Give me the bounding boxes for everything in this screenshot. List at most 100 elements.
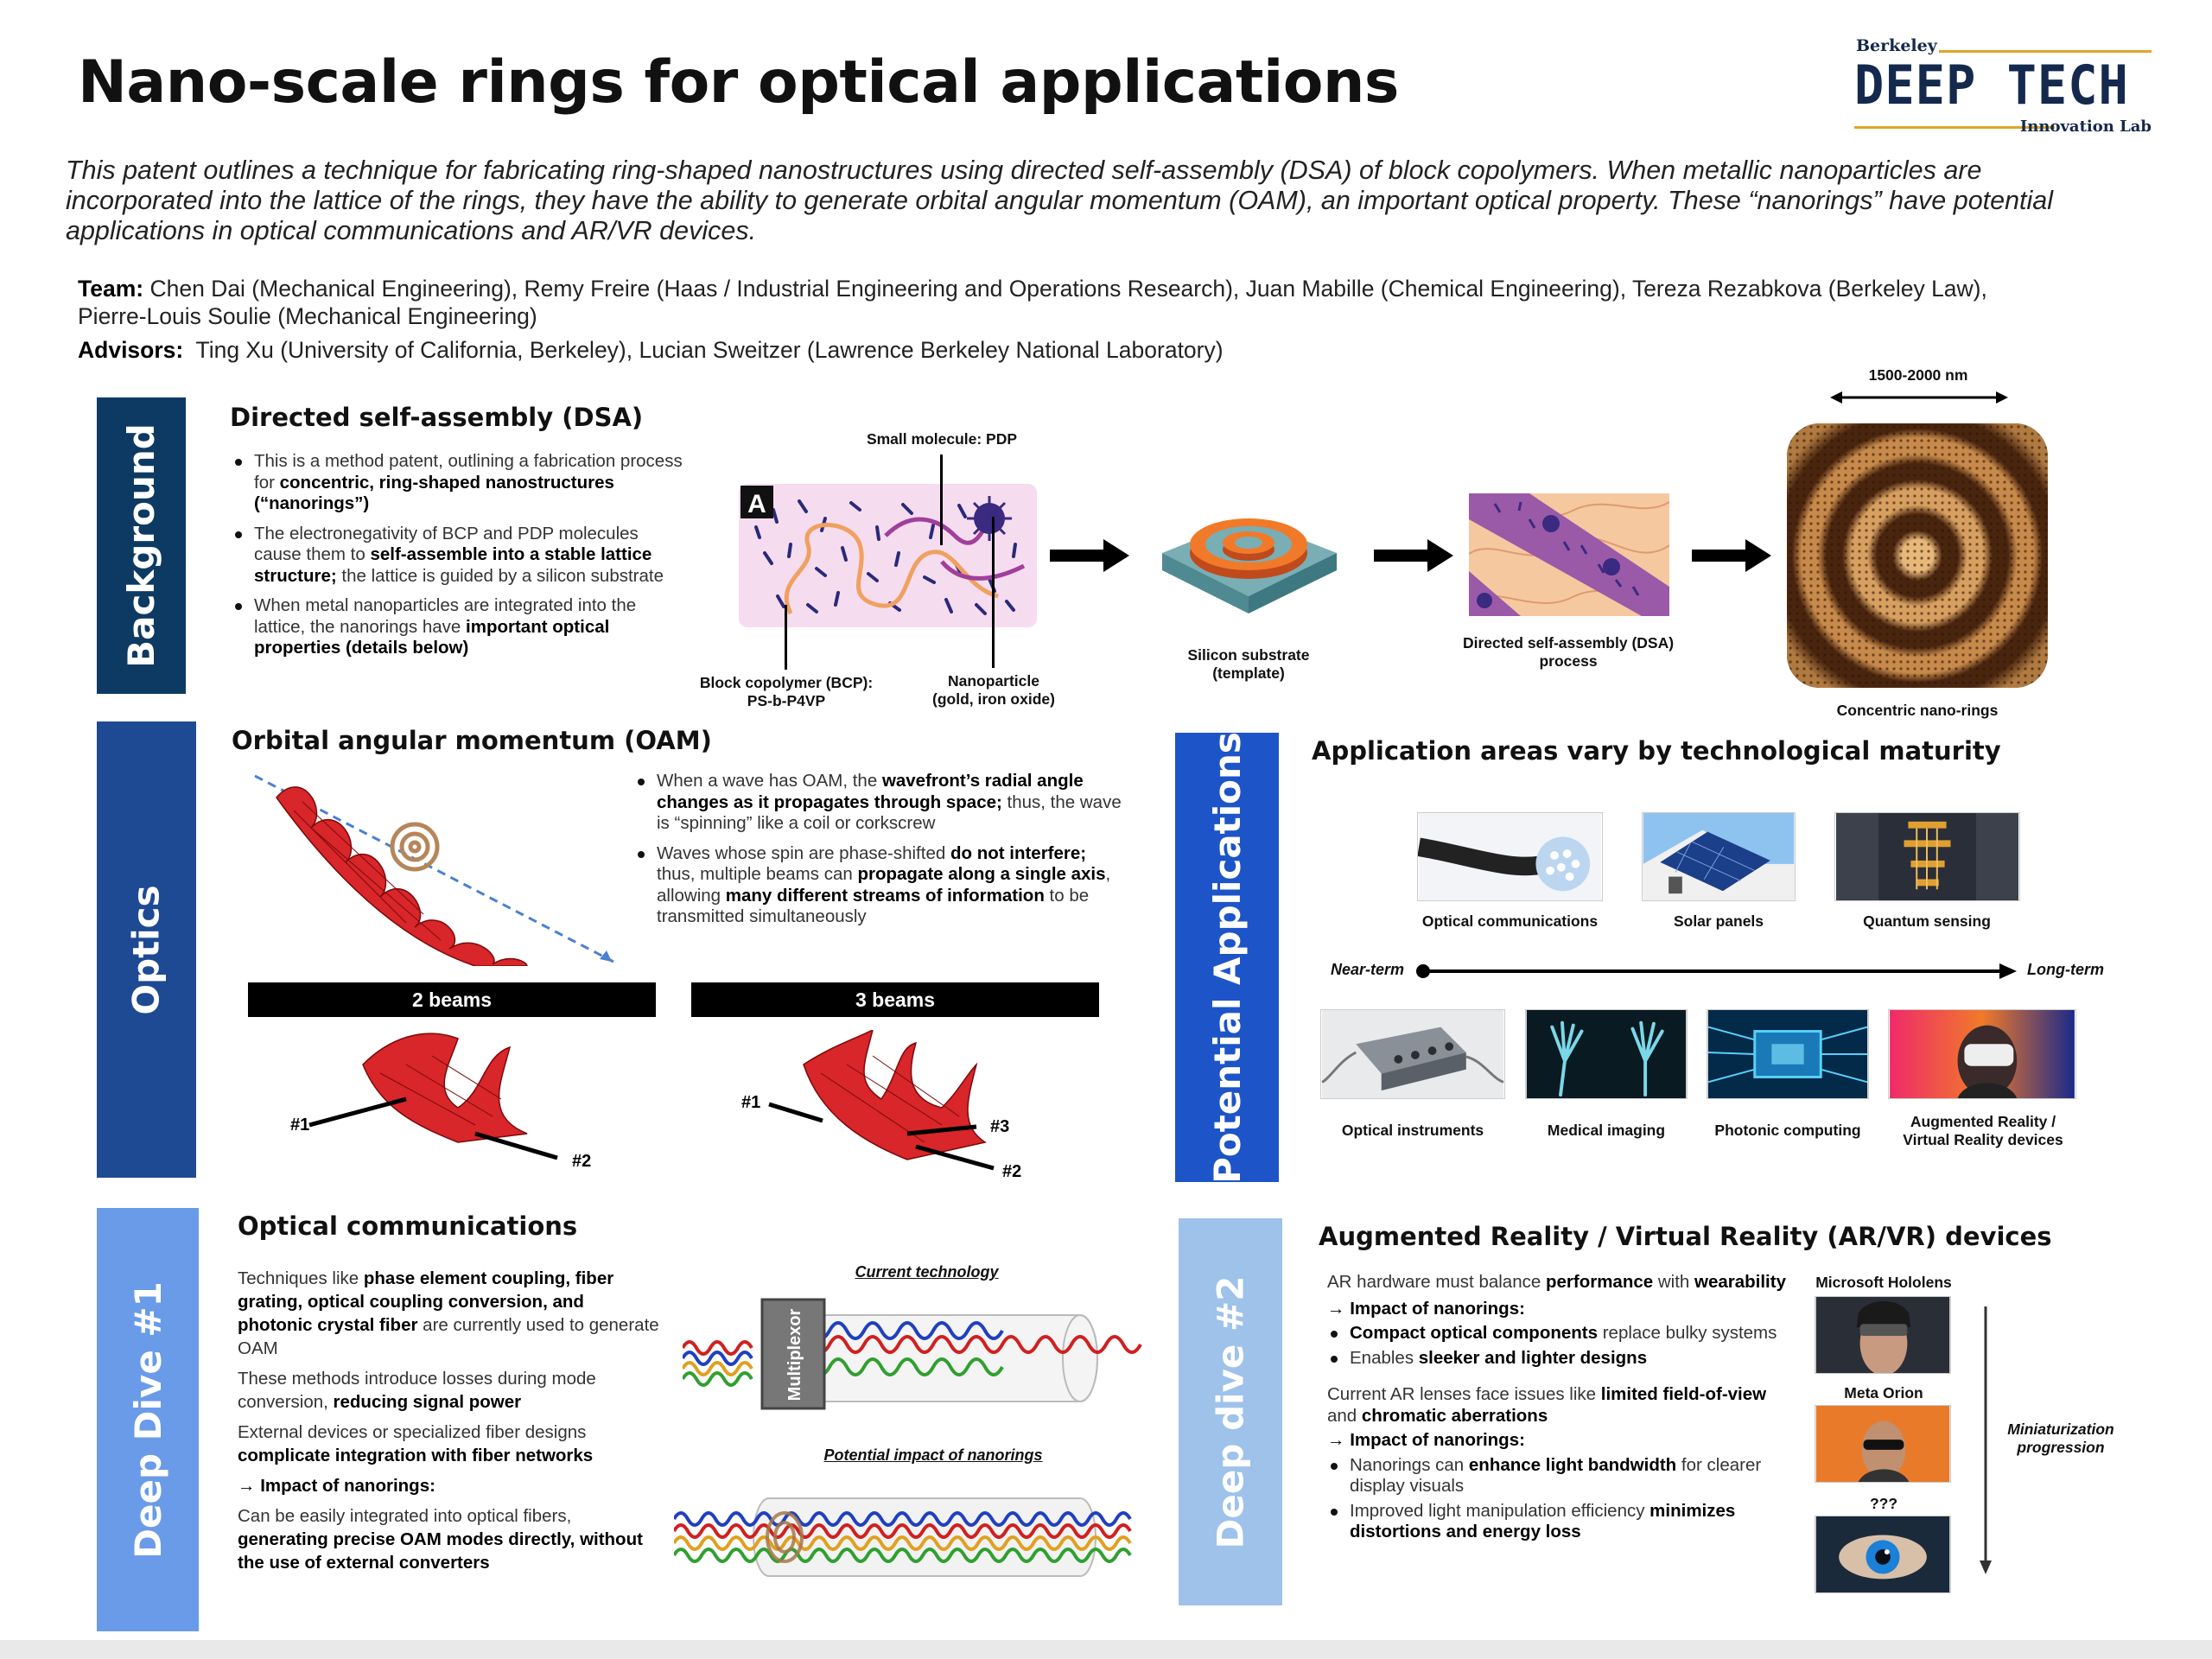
advisors-text: Ting Xu (University of California, Berke… (195, 337, 1224, 363)
three-beams-figure: #1 #3 #2 (734, 1028, 1046, 1185)
app-label-optical-instruments: Optical instruments (1341, 1122, 1484, 1139)
logo-gold-line-top (1939, 50, 2152, 53)
background-bullet-2: The electronegativity of BCP and PDP mol… (232, 524, 690, 588)
label-dsa: Directed self-assembly (DSA)process (1462, 634, 1675, 670)
dd1-paragraph: Techniques like phase element coupling, … (238, 1268, 659, 1358)
silicon-substrate-figure (1145, 491, 1352, 629)
meta-orion-image (1815, 1405, 1951, 1483)
beam-label: #1 (290, 1116, 309, 1135)
arrow-right-icon (1374, 537, 1455, 578)
label-bcp: Block copolymer (BCP):PS-b-P4VP (699, 674, 874, 709)
app-label-quantum-sensing: Quantum sensing (1863, 912, 1991, 930)
background-bullet-3: When metal nanoparticles are integrated … (232, 595, 690, 659)
app-label-medical-imaging: Medical imaging (1547, 1122, 1666, 1139)
eye-lens-image (1815, 1516, 1951, 1593)
team-text: Chen Dai (Mechanical Engineering), Remy … (78, 276, 1987, 329)
label-nanorings: Concentric nano-rings (1836, 702, 1999, 719)
optics-bullet-2: Waves whose spin are phase-shifted do no… (634, 843, 1127, 928)
near-term-label: Near-term (1331, 961, 1405, 978)
dd2-impact: → Impact of nanorings: (1327, 1298, 1525, 1319)
beam-label: #2 (572, 1152, 591, 1171)
dd2-paragraph: Current AR lenses face issues like limit… (1327, 1384, 1767, 1426)
applications-heading: Application areas vary by technological … (1312, 736, 2001, 766)
size-arrow-icon (1830, 389, 2008, 410)
dd2-bullet: Enables sleeker and lighter designs (1327, 1348, 1794, 1370)
multiplexor-label: Multiplexor (785, 1308, 804, 1401)
beam-label: #1 (741, 1093, 760, 1112)
device-label-hololens: Microsoft Hololens (1815, 1274, 1952, 1291)
potential-impact-figure (672, 1490, 1141, 1585)
team-line: Team: Chen Dai (Mechanical Engineering),… (78, 275, 2039, 330)
advisors-label: Advisors: (78, 337, 184, 363)
label-size: 1500-2000 nm (1868, 366, 1968, 384)
optics-bullet-1: When a wave has OAM, the wavefront’s rad… (634, 771, 1127, 835)
figure-letter: A (747, 490, 766, 518)
app-label-solar-panels: Solar panels (1673, 912, 1764, 930)
background-heading: Directed self-assembly (DSA) (230, 403, 644, 432)
caption-current-technology: Current technology (855, 1263, 999, 1281)
solar-panels-image (1642, 812, 1796, 901)
dd1-paragraph: Can be easily integrated into optical fi… (238, 1506, 643, 1573)
optical-instruments-image (1320, 1009, 1505, 1099)
label-pdp: Small molecule: PDP (866, 430, 1018, 448)
pointer-np (992, 517, 995, 668)
arrow-right-icon (1050, 537, 1131, 578)
background-bullet-1: This is a method patent, outlining a fab… (232, 451, 690, 515)
intro-paragraph: This patent outlines a technique for fab… (66, 156, 2054, 245)
two-beams-figure: #1 #2 (285, 1030, 622, 1177)
dd2-bullet: Improved light manipulation efficiency m… (1327, 1501, 1794, 1543)
optics-bullets: When a wave has OAM, the wavefront’s rad… (634, 771, 1127, 937)
device-label-meta-orion: Meta Orion (1844, 1384, 1923, 1402)
deep-dive-1-heading: Optical communications (238, 1211, 578, 1241)
logo-top-text: Berkeley (1856, 36, 1937, 55)
optics-heading: Orbital angular momentum (OAM) (232, 726, 712, 755)
label-silicon: Silicon substrate(template) (1187, 646, 1310, 682)
pointer-pdp (940, 454, 943, 545)
background-bullets: This is a method patent, outlining a fab… (232, 451, 690, 668)
hololens-image (1815, 1296, 1951, 1374)
optical-fiber-image (1417, 812, 1603, 901)
device-label-unknown: ??? (1869, 1495, 1898, 1512)
logo-bottom-text: Innovation Lab (2019, 118, 2152, 136)
deep-tech-logo: Berkeley DEEP TECH Innovation Lab (1853, 35, 2153, 138)
app-label-arvr: Augmented Reality /Virtual Reality devic… (1903, 1113, 2063, 1148)
quantum-sensing-image (1834, 812, 2020, 901)
beam-label: #2 (1002, 1162, 1021, 1181)
dsa-process-figure (1469, 493, 1669, 616)
optics-bar: Optics (97, 721, 196, 1178)
caption-potential-impact: Potential impact of nanorings (823, 1446, 1043, 1464)
page-title: Nano-scale rings for optical application… (78, 48, 1399, 117)
dd1-paragraph: External devices or specialized fiber de… (238, 1422, 594, 1465)
nanorings-image (1787, 423, 2048, 688)
dd2-paragraph: AR hardware must balance performance wit… (1327, 1272, 1786, 1292)
dd2-impact: → Impact of nanorings: (1327, 1430, 1525, 1450)
applications-bar: Potential Applications (1175, 732, 1279, 1183)
deep-dive-2-heading: Augmented Reality / Virtual Reality (AR/… (1319, 1222, 2052, 1251)
deep-dive-2-bar: Deep dive #2 (1179, 1218, 1282, 1605)
timeline-arrow (1415, 961, 2017, 986)
advisors-line: Advisors: Ting Xu (University of Califor… (78, 337, 2039, 364)
photonic-computing-image (1707, 1009, 1869, 1099)
arrow-right-icon (1692, 537, 1773, 578)
dd2-bullet: Nanorings can enhance light bandwidth fo… (1327, 1455, 1794, 1497)
miniaturization-arrow (1977, 1306, 1994, 1579)
three-beams-label: 3 beams (691, 982, 1099, 1017)
molecule-figure: A (739, 484, 1037, 627)
deep-dive-2-text: AR hardware must balance performance wit… (1327, 1272, 1794, 1552)
dd2-bullet: Compact optical components replace bulky… (1327, 1323, 1794, 1344)
label-nanoparticle: Nanoparticle(gold, iron oxide) (932, 672, 1055, 708)
team-label: Team: (78, 276, 144, 302)
app-label-photonic-computing: Photonic computing (1714, 1122, 1861, 1139)
logo-gold-line-bottom (1854, 126, 2055, 129)
deep-dive-1-text: Techniques like phase element coupling, … (238, 1267, 661, 1581)
deep-dive-1-bar: Deep Dive #1 (97, 1208, 199, 1631)
dd2-bullets-1: Compact optical components replace bulky… (1327, 1323, 1794, 1369)
pointer-bcp (785, 605, 787, 670)
current-technology-figure: Multiplexor (681, 1289, 1149, 1410)
long-term-label: Long-term (2027, 961, 2104, 978)
arvr-image (1888, 1009, 2076, 1099)
oam-helix-figure (251, 767, 622, 967)
logo-main-text: DEEP TECH (1854, 54, 2129, 118)
